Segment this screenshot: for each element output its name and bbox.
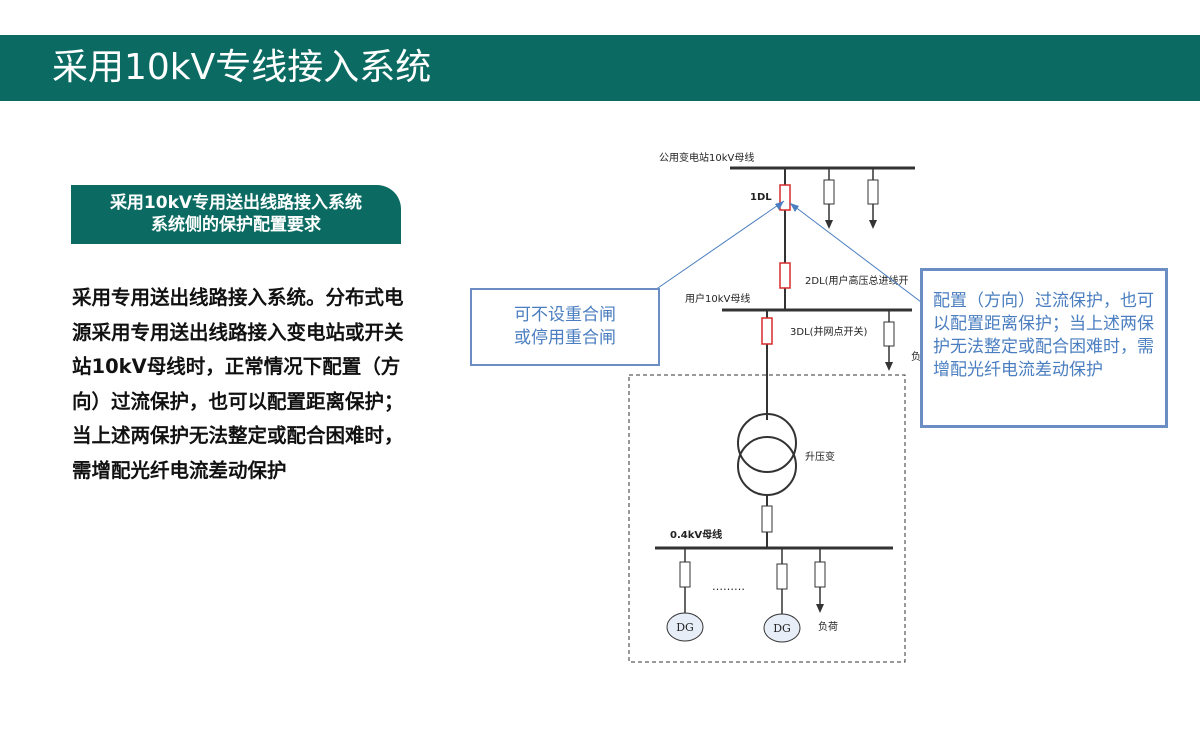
breaker-1dl	[779, 184, 791, 211]
dg1-source	[666, 612, 704, 642]
callout-reclosing-line-2: 或停用重合闸	[514, 328, 616, 348]
transformer-label: 升压变	[805, 450, 835, 463]
breaker-2dl-label: 2DL(用户高压总进线开	[805, 274, 909, 287]
public-feeder-2-arrow	[869, 220, 877, 229]
callout-right-pointer	[789, 202, 926, 306]
dg-ellipsis: ………	[712, 580, 745, 593]
public-feeder-1-arrow	[825, 220, 833, 229]
dg2-source	[763, 613, 801, 643]
callout-right-pointer-head	[790, 203, 799, 212]
callout-reclosing: 可不设重合闸 或停用重合闸	[470, 288, 660, 366]
load-switch	[814, 561, 826, 588]
user-load-arrow	[885, 362, 893, 371]
callout-reclosing-line-1: 可不设重合闸	[514, 305, 616, 325]
lv-switch	[761, 505, 773, 533]
public-feeder-2-switch	[867, 179, 879, 205]
transformer-winding-2	[737, 436, 797, 496]
breaker-3dl-label: 3DL(并网点开关)	[790, 325, 868, 338]
public-feeder-1-switch	[823, 179, 835, 205]
body-paragraph: 采用专用送出线路接入系统。分布式电源采用专用送出线路接入变电站或开关站10kV母…	[72, 286, 404, 482]
title-bar: 采用10kV专线接入系统	[0, 35, 1200, 101]
section-header: 采用10kV专用送出线路接入系统 系统侧的保护配置要求	[71, 185, 401, 244]
callout-protection: 配置（方向）过流保护，也可以配置距离保护；当上述两保护无法整定或配合困难时，需增…	[920, 268, 1168, 428]
dg1-switch	[679, 561, 691, 588]
load-label: 负荷	[818, 620, 838, 633]
page-title: 采用10kV专线接入系统	[52, 47, 432, 88]
lv-bus-label: 0.4kV母线	[670, 528, 722, 541]
user-load-label: 负	[911, 350, 921, 363]
section-header-line-2: 系统侧的保护配置要求	[151, 215, 321, 235]
transformer-winding-1	[737, 413, 797, 473]
dg2-switch	[776, 563, 788, 590]
load-arrow	[816, 604, 824, 613]
callout-left-pointer-head	[775, 201, 784, 210]
breaker-2dl	[779, 262, 791, 289]
user-bus-label: 用户10kV母线	[685, 292, 750, 305]
callout-left-pointer	[654, 200, 785, 291]
user-boundary	[628, 374, 906, 663]
breaker-3dl	[761, 317, 773, 345]
section-header-line-1: 采用10kV专用送出线路接入系统	[109, 193, 363, 213]
public-bus-label: 公用变电站10kV母线	[659, 151, 754, 164]
breaker-1dl-label: 1DL	[750, 192, 772, 203]
user-load-switch	[883, 321, 895, 347]
dg2-label: DG	[773, 622, 791, 635]
dg1-label: DG	[676, 621, 694, 634]
